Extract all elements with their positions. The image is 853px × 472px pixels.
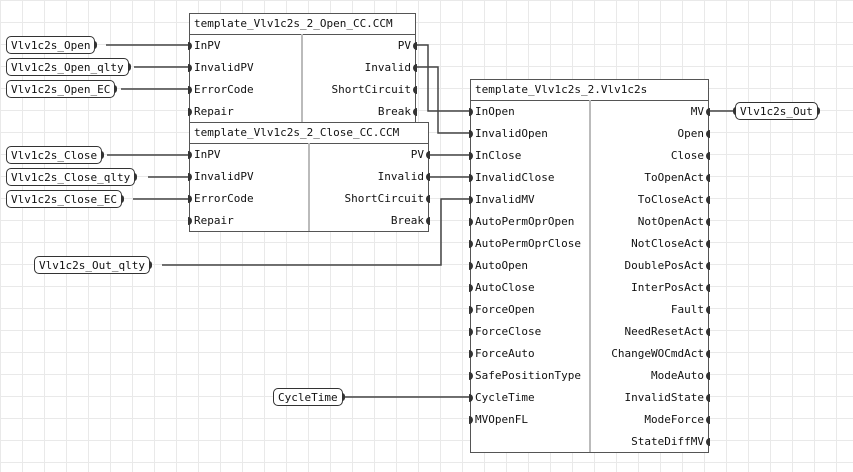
- tag-vlv1c2s-out-qlty[interactable]: Vlv1c2s_Out_qlty: [34, 256, 152, 274]
- pin-vlv-in-autoopen[interactable]: AutoOpen: [469, 255, 528, 277]
- tag-vlv1c2s-close-qlty[interactable]: Vlv1c2s_Close_qlty: [6, 168, 138, 186]
- pin-vlv-in-forceclose[interactable]: ForceClose: [468, 321, 541, 343]
- pin-vlv-in-invalidclose[interactable]: InvalidClose: [468, 167, 554, 189]
- tag-vlv1c2s-close-ec[interactable]: Vlv1c2s_Close_EC: [6, 190, 124, 208]
- pin-open-cc-in-inpv[interactable]: InPV: [188, 35, 221, 57]
- pin-vlv-in-forceopen[interactable]: ForceOpen: [469, 299, 535, 321]
- pin-vlv-out-doubleposact[interactable]: DoublePosAct: [625, 255, 711, 277]
- block-divider: [308, 143, 310, 231]
- pin-vlv-out-open[interactable]: Open: [678, 123, 710, 145]
- block-close-cc-title: template_Vlv1c2s_2_Close_CC.CCM: [190, 123, 428, 144]
- pin-open-cc-in-errorcode[interactable]: ErrorCode: [188, 79, 254, 101]
- pin-close-cc-in-invalidpv[interactable]: InvalidPV: [188, 166, 254, 188]
- pin-close-cc-out-break[interactable]: Break: [391, 210, 431, 232]
- pin-vlv-in-cycletime[interactable]: CycleTime: [469, 387, 535, 409]
- block-divider: [301, 34, 303, 122]
- pin-vlv-out-needresetact[interactable]: NeedResetAct: [625, 321, 711, 343]
- pin-close-cc-in-errorcode[interactable]: ErrorCode: [188, 188, 254, 210]
- wire-open-pv-to-inopen: [415, 44, 471, 112]
- pin-close-cc-out-invalid[interactable]: Invalid: [378, 166, 431, 188]
- pin-vlv-out-notcloseact[interactable]: NotCloseAct: [631, 233, 710, 255]
- tag-vlv1c2s-out[interactable]: Vlv1c2s_Out: [733, 102, 820, 120]
- pin-open-cc-in-repair[interactable]: Repair: [188, 101, 234, 123]
- tag-vlv1c2s-open-ec[interactable]: Vlv1c2s_Open_EC: [6, 80, 118, 98]
- pin-vlv-out-modeauto[interactable]: ModeAuto: [651, 365, 710, 387]
- block-divider: [589, 100, 591, 452]
- pin-vlv-in-autopermopropen[interactable]: AutoPermOprOpen: [468, 211, 574, 233]
- block-open-cc-title: template_Vlv1c2s_2_Open_CC.CCM: [190, 14, 415, 35]
- pin-vlv-out-modeforce[interactable]: ModeForce: [644, 409, 710, 431]
- tag-vlv1c2s-open-qlty[interactable]: Vlv1c2s_Open_qlty: [6, 58, 131, 76]
- pin-vlv-out-fault[interactable]: Fault: [671, 299, 711, 321]
- pin-open-cc-in-invalidpv[interactable]: InvalidPV: [188, 57, 254, 79]
- pin-vlv-in-mvopenfl[interactable]: MVOpenFL: [469, 409, 528, 431]
- pin-vlv-out-tocloseact[interactable]: ToCloseAct: [638, 189, 711, 211]
- wire-open-invalid-to-invalidopen: [415, 66, 471, 134]
- pin-vlv-out-toopenact[interactable]: ToOpenAct: [644, 167, 710, 189]
- pin-vlv-out-notopenact[interactable]: NotOpenAct: [638, 211, 711, 233]
- block-vlv1c2s-title: template_Vlv1c2s_2.Vlv1c2s: [471, 80, 708, 101]
- pin-close-cc-out-pv[interactable]: PV: [411, 144, 431, 166]
- tag-vlv1c2s-close[interactable]: Vlv1c2s_Close: [6, 146, 105, 164]
- pin-close-cc-out-shortcircuit[interactable]: ShortCircuit: [345, 188, 431, 210]
- pin-close-cc-in-repair[interactable]: Repair: [188, 210, 234, 232]
- pin-vlv-in-forceauto[interactable]: ForceAuto: [469, 343, 535, 365]
- pin-vlv-in-inclose[interactable]: InClose: [468, 145, 521, 167]
- pin-vlv-out-changewocmdact[interactable]: ChangeWOCmdAct: [611, 343, 710, 365]
- pin-vlv-in-invalidopen[interactable]: InvalidOpen: [469, 123, 548, 145]
- pin-vlv-in-safepositiontype[interactable]: SafePositionType: [469, 365, 581, 387]
- pin-vlv-in-inopen[interactable]: InOpen: [469, 101, 515, 123]
- pin-open-cc-out-break[interactable]: Break: [378, 101, 418, 123]
- pin-vlv-out-mv[interactable]: MV: [691, 101, 711, 123]
- pin-vlv-out-statediffmv[interactable]: StateDiffMV: [631, 431, 710, 453]
- pin-close-cc-in-inpv[interactable]: InPV: [188, 144, 221, 166]
- pin-open-cc-out-invalid[interactable]: Invalid: [365, 57, 418, 79]
- pin-open-cc-out-shortcircuit[interactable]: ShortCircuit: [332, 79, 418, 101]
- pin-vlv-in-autoclose[interactable]: AutoClose: [469, 277, 535, 299]
- pin-open-cc-out-pv[interactable]: PV: [398, 35, 418, 57]
- wire-out-qlty-to-invalidmv: [162, 198, 471, 266]
- block-close-cc[interactable]: template_Vlv1c2s_2_Close_CC.CCM InPV Inv…: [188, 122, 431, 232]
- tag-vlv1c2s-open[interactable]: Vlv1c2s_Open: [6, 36, 98, 54]
- pin-vlv-out-close[interactable]: Close: [671, 145, 711, 167]
- pin-vlv-out-invalidstate[interactable]: InvalidState: [625, 387, 711, 409]
- pin-vlv-in-autopermoprclose[interactable]: AutoPermOprClose: [469, 233, 581, 255]
- tag-cycletime[interactable]: CycleTime: [273, 388, 345, 406]
- pin-vlv-out-interposact[interactable]: InterPosAct: [631, 277, 710, 299]
- pin-vlv-in-invalidmv[interactable]: InvalidMV: [469, 189, 535, 211]
